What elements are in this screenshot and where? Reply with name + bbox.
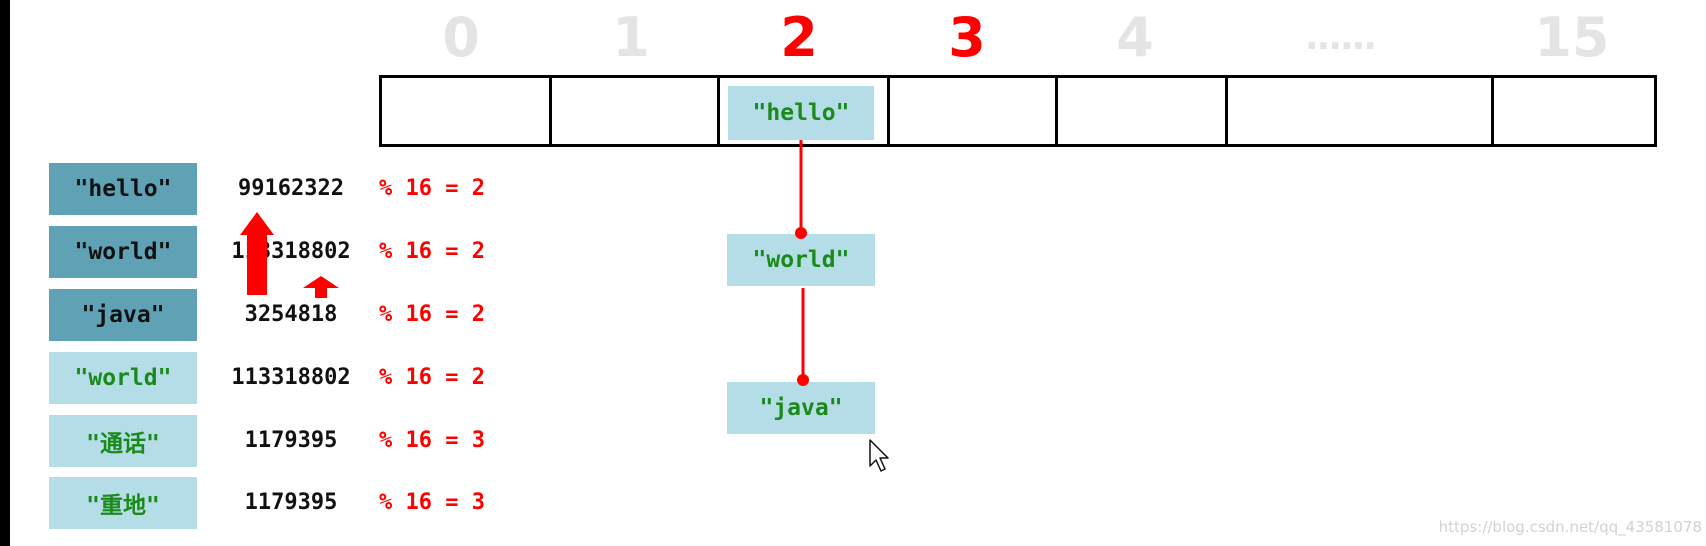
bucket-0 (382, 78, 552, 144)
watermark-text: https://blog.csdn.net/qq_43581078 (1438, 518, 1702, 536)
mod-formula-java: % 16 = 2 (379, 302, 485, 327)
index-label-4: 4 (1116, 6, 1154, 69)
hash-value-zhongdi: 1179395 (244, 490, 338, 515)
bucket-4 (1058, 78, 1228, 144)
mouse-pointer-icon (869, 439, 889, 472)
left-edge-bar (0, 0, 10, 546)
chain-node-world: "world" (727, 234, 875, 286)
key-box-world-duplicate: "world" (49, 352, 197, 404)
index-label-2: 2 (780, 6, 818, 69)
mod-formula-tonghua: % 16 = 3 (379, 428, 485, 453)
index-label-1: 1 (612, 6, 650, 69)
bucket-node-hello: "hello" (728, 86, 874, 140)
index-label-15: 15 (1534, 6, 1610, 69)
hash-value-hello: 99162322 (238, 176, 344, 201)
key-box-java: "java" (49, 289, 197, 341)
chain-link-world-java (797, 288, 809, 386)
key-box-hello: "hello" (49, 163, 197, 215)
key-box-world: "world" (49, 226, 197, 278)
index-label-0: 0 (442, 6, 480, 69)
bucket-15 (1494, 78, 1654, 144)
chain-link-hello-world (795, 140, 807, 239)
bucket-ellipsis (1228, 78, 1494, 144)
chain-node-java: "java" (727, 382, 875, 434)
key-box-zhongdi: "重地" (49, 477, 197, 529)
hash-value-world: 113318802 (231, 239, 351, 264)
bucket-1 (552, 78, 720, 144)
mod-formula-world-duplicate: % 16 = 2 (379, 365, 485, 390)
mod-formula-zhongdi: % 16 = 3 (379, 490, 485, 515)
bucket-2 (720, 78, 890, 144)
bucket-3 (890, 78, 1058, 144)
mod-formula-hello: % 16 = 2 (379, 176, 485, 201)
bucket-array (379, 75, 1657, 147)
hash-value-java: 3254818 (244, 302, 338, 327)
mod-formula-world: % 16 = 2 (379, 239, 485, 264)
hash-value-world-duplicate: 113318802 (231, 365, 351, 390)
key-box-tonghua: "通话" (49, 415, 197, 467)
hash-value-tonghua: 1179395 (244, 428, 338, 453)
index-label-ellipsis: ...... (1304, 17, 1377, 58)
index-label-3: 3 (948, 6, 986, 69)
